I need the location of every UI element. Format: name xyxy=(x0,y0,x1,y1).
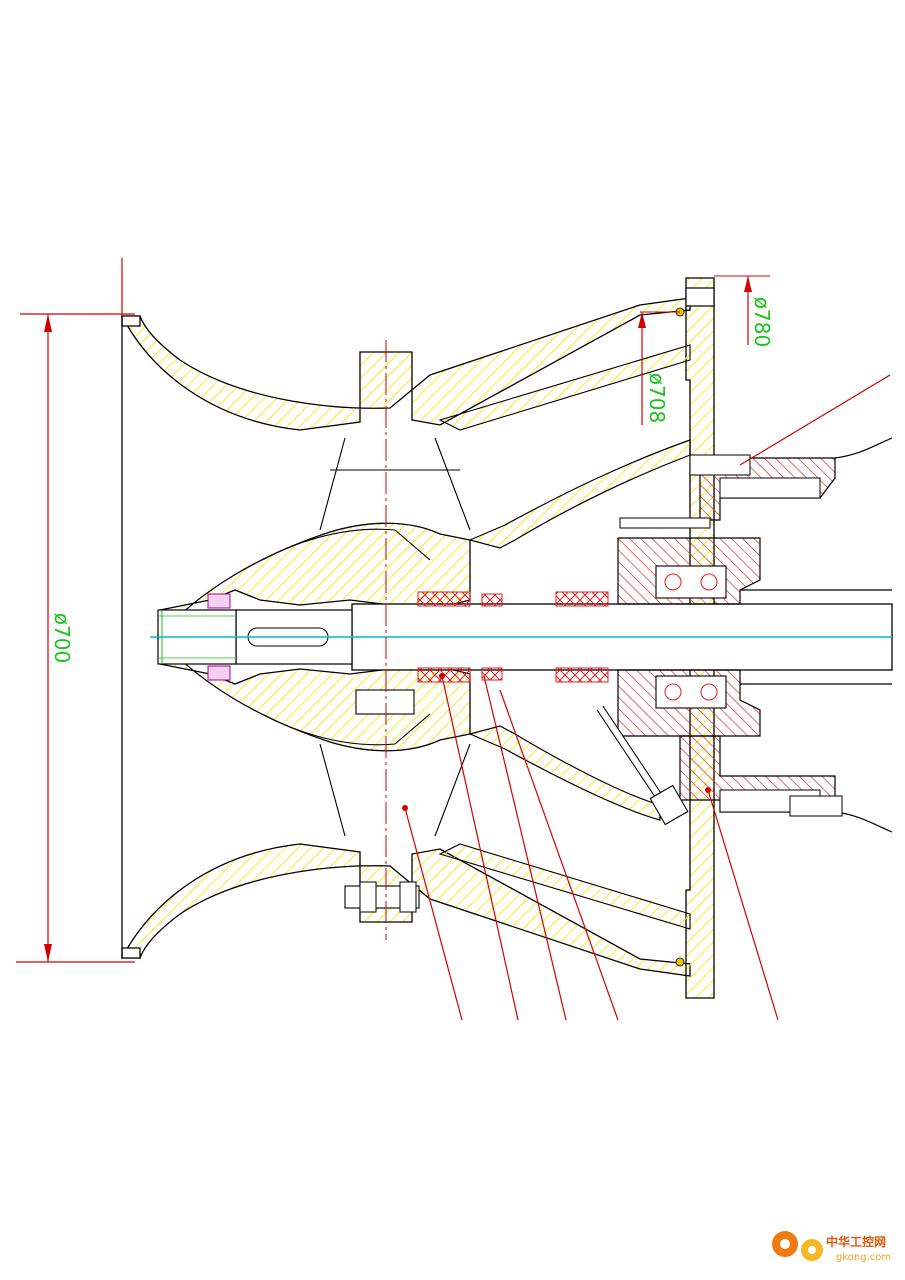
dim-flange-outer: ø780 xyxy=(750,297,774,347)
dim-flange-inner: ø708 xyxy=(645,373,669,423)
bolts xyxy=(344,454,843,913)
leader-lines xyxy=(402,374,891,1021)
diffuser-walls xyxy=(438,344,691,930)
casing-upper xyxy=(120,297,691,431)
dimension-lines xyxy=(16,258,770,963)
watermark-site-url: gkong.com xyxy=(836,1252,891,1263)
gkong-watermark: 中华工控网 gkong.com xyxy=(772,1231,891,1263)
seal-packings xyxy=(417,591,609,683)
centerlines xyxy=(150,340,892,940)
watermark-site-name: 中华工控网 xyxy=(826,1234,886,1249)
dim-outer-diameter: ø700 xyxy=(50,613,74,663)
